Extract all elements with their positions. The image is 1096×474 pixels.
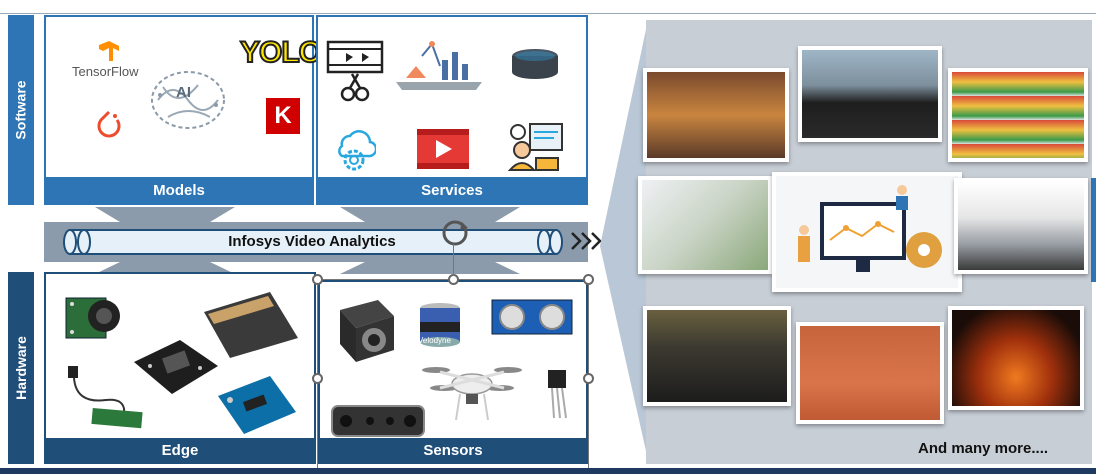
photo-damaged-car [954,178,1088,274]
lidar-brand-text: Velodyne [418,336,451,345]
ultrasonic-sensor-icon [491,299,573,335]
jetson-board-icon [134,340,218,394]
analytics-chart-icon [396,41,482,90]
video-edit-icon [326,40,384,102]
rotate-connector-line [453,244,454,276]
tensorflow-logo [99,41,119,61]
resize-handle-mid-right[interactable] [583,373,594,384]
pytorch-logo [97,110,121,138]
rotate-handle-icon [442,220,468,246]
photo-masked-people [643,306,791,406]
camera-module-icon [65,297,120,339]
industrial-camera-icon [340,300,394,362]
photo-drone-wildfire [948,306,1084,410]
gallery-accent-bar [1091,178,1096,282]
top-divider [0,13,1096,14]
keras-logo: K [266,98,300,134]
photo-tennis-player [796,322,944,424]
pi-camera-cable-icon [68,366,143,429]
tensorflow-text: TensorFlow [72,64,139,79]
gpu-module-icon [204,292,298,358]
resize-handle-top-right[interactable] [583,274,594,285]
video-play-icon [417,129,469,169]
software-side-label: Software [8,15,34,205]
edge-label: Edge [46,438,314,463]
support-agent-icon [508,123,563,171]
and-many-more-text: And many more.... [918,440,1049,457]
depth-camera-icon [331,405,425,437]
hardware-side-label: Hardware [8,272,34,464]
photo-car-dashboard [798,46,942,142]
lidar-sensor-icon [420,303,460,347]
connector-shapes [95,207,520,274]
ai-brain-icon [151,71,225,129]
photo-smart-city [638,176,772,274]
flow-arrows-icon [571,232,602,250]
analytics-illustration-icon [798,185,942,272]
banner-title: Infosys Video Analytics [228,233,396,250]
banner-pipe [63,229,563,255]
photo-retail-store [643,68,789,162]
resize-handle-top-left[interactable] [312,274,323,285]
ai-text: AI [176,84,191,101]
services-label: Services [318,177,586,204]
bottom-divider [0,468,1096,474]
arduino-board-icon [218,376,296,434]
models-label: Models [46,177,312,204]
resize-handle-mid-left[interactable] [312,373,323,384]
sensors-selection-border [317,279,589,469]
sensors-label: Sensors [320,438,586,463]
cloud-gear-icon [338,130,376,171]
drone-icon [422,367,522,421]
transistor-sensor-icon [548,370,567,419]
services-panel [316,15,588,205]
yolo-logo: YOLO [239,35,323,70]
smart-speaker-icon [512,49,558,79]
photo-store-shelves [948,68,1088,162]
